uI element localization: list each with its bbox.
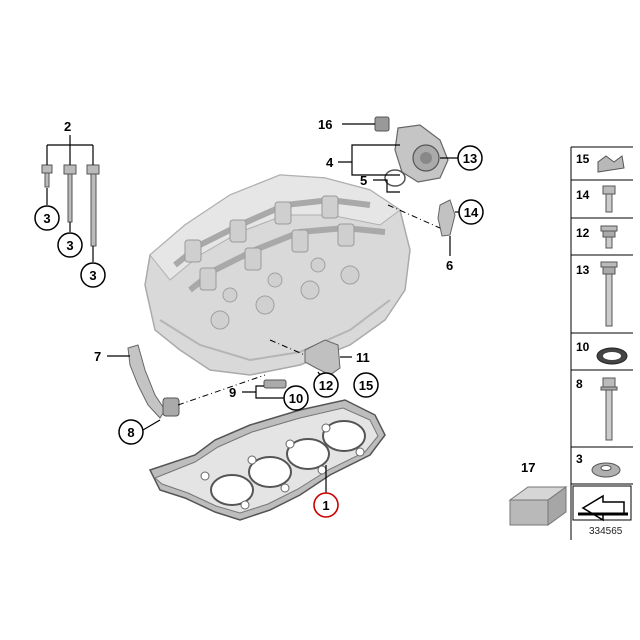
panel-number-15: 15 <box>576 152 590 166</box>
callout-1: 1 <box>322 498 329 513</box>
repair-kit-box <box>508 486 568 526</box>
callout-3a: 3 <box>43 211 50 226</box>
panel-number-3: 3 <box>576 452 583 466</box>
callout-8: 8 <box>127 425 134 440</box>
callout-10: 10 <box>289 391 303 406</box>
callout-14-circle <box>458 199 484 225</box>
bracket-6 <box>437 199 456 237</box>
head-gasket <box>148 399 386 521</box>
callout-9: 9 <box>229 385 236 400</box>
callout-8-circle <box>118 419 144 445</box>
bolt-8-icon <box>600 377 618 441</box>
bolt-13-icon <box>600 261 618 327</box>
callout-16: 16 <box>318 117 332 132</box>
callout-15-circle <box>353 372 379 398</box>
seal-ring-10-icon <box>596 347 628 365</box>
callout-12: 12 <box>319 378 333 393</box>
parts-panel: 15 14 12 13 10 8 3 <box>570 146 633 540</box>
coolant-housing <box>374 116 449 187</box>
callout-3a-circle <box>34 205 60 231</box>
clip-part-icon <box>597 155 625 173</box>
callout-4: 4 <box>326 155 334 170</box>
callout-3c: 3 <box>89 268 96 283</box>
callout-10-circle <box>283 385 309 411</box>
callout-17: 17 <box>521 460 535 475</box>
bolt-12-icon <box>600 225 618 249</box>
callout-11: 11 <box>356 350 370 365</box>
callout-15: 15 <box>359 378 373 393</box>
callout-13: 13 <box>463 151 477 166</box>
cylinder-head <box>144 174 411 376</box>
callout-3b: 3 <box>66 238 73 253</box>
callout-12-circle <box>313 372 339 398</box>
callout-14: 14 <box>464 205 479 220</box>
callout-2: 2 <box>64 119 71 134</box>
dowel-sleeve <box>263 379 287 389</box>
callout-5: 5 <box>360 173 367 188</box>
washer-3-icon <box>591 462 621 478</box>
cylinder-head-bolts <box>41 135 100 262</box>
bolt-14-icon <box>602 185 616 213</box>
panel-number-10: 10 <box>576 340 590 354</box>
panel-number-8: 8 <box>576 377 583 391</box>
panel-number-13: 13 <box>576 263 590 277</box>
chain-guide <box>127 344 180 419</box>
panel-number-14: 14 <box>576 188 590 202</box>
callout-7: 7 <box>94 349 101 364</box>
bracket-11 <box>304 339 341 376</box>
callout-6: 6 <box>446 258 453 273</box>
reference-number: 334565 <box>589 526 623 537</box>
panel-number-12: 12 <box>576 226 590 240</box>
callout-13-circle <box>457 145 483 171</box>
callout-1-circle <box>313 492 339 518</box>
callout-3c-circle <box>80 262 106 288</box>
callout-3b-circle <box>57 232 83 258</box>
